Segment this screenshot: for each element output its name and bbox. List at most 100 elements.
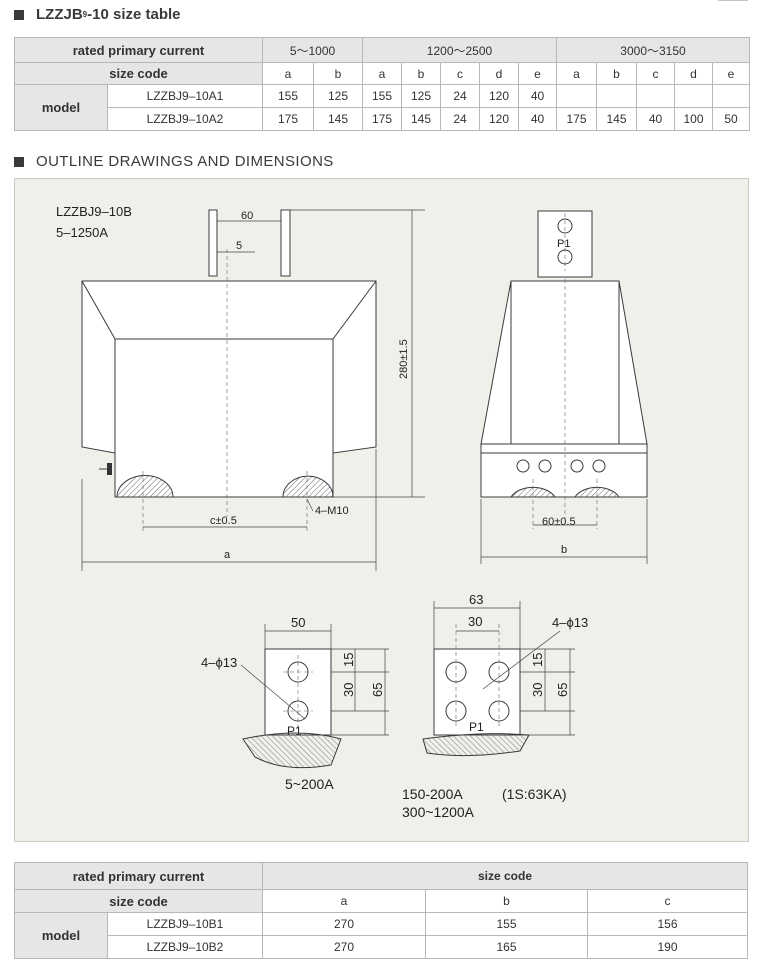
table-row: LZZBJ9–10B2 270 165 190 [15,935,748,959]
value-cell: 155 [425,912,588,936]
value-cell: 40 [518,84,557,108]
value-cell: 145 [401,107,441,131]
size-table-2: rated primary current size code size cod… [14,862,748,959]
value-cell: 155 [262,84,314,108]
terminal-hole [557,218,573,234]
model-name-cell: LZZBJ9–10A1 [107,84,263,108]
size-code-cell: d [674,62,713,85]
bolt-icon [516,459,530,473]
caption-large-1: 150-200A [402,786,463,802]
range-header: 5～1000 [262,37,363,63]
value-cell [712,84,750,108]
dim-65-label: 65 [555,683,570,697]
dim-65-label: 65 [370,683,385,697]
size-code-cell: c [440,62,480,85]
table-row: LZZBJ9–10A2 175 145 175 145 24 120 40 17… [15,107,750,131]
value-cell: 120 [479,84,519,108]
size-code-cell: a [362,62,402,85]
dim-15-label: 15 [341,653,356,667]
value-cell [556,84,597,108]
front-view: LZZBJ9–10B 5–1250A 60 5 280±1.5 4–M10 [56,204,425,571]
value-cell: 24 [440,84,480,108]
p1-label: P1 [557,238,570,250]
model-name-cell: LZZBJ9–10A2 [107,107,263,131]
p1-large-label: P1 [469,720,484,734]
size-code-cell: c [587,889,748,913]
value-cell [636,84,675,108]
hole-leader [482,630,561,690]
caption-small: 5~200A [285,776,334,792]
terminal-detail-small: 50 P1 4–ϕ13 15 30 65 5~200A [201,615,389,792]
rated-current-header: rated primary current [14,862,263,890]
model-header: model [14,912,108,959]
size-code-cell: e [712,62,750,85]
bolt-icon [538,459,552,473]
body-chamfer [81,280,377,340]
value-cell: 40 [636,107,675,131]
value-cell: 156 [587,912,748,936]
small-terminal-base [242,732,342,769]
size-table-1: rated primary current 5～1000 1200～2500 3… [14,37,750,131]
size-code-cell: b [313,62,363,85]
size-code-cell: c [636,62,675,85]
size-code-cell: b [401,62,441,85]
value-cell: 270 [262,912,426,936]
dim-b-label: b [561,544,567,556]
value-cell: 145 [313,107,363,131]
size-code-cell: a [262,62,314,85]
heading-square-icon [14,9,24,20]
size-code-header: size code [14,889,263,913]
rated-current-header: rated primary current [14,37,263,63]
value-cell: 175 [262,107,314,131]
dim-60b-label: 60±0.5 [542,516,576,528]
value-cell: 50 [712,107,750,131]
outline-drawing: LZZBJ9–10B 5–1250A 60 5 280±1.5 4–M10 [56,204,648,820]
size-code-cell: b [596,62,637,85]
large-terminal-plate [433,648,521,736]
value-cell: 120 [479,107,519,131]
terminal-detail-large: 63 30 P1 4–ϕ13 15 30 65 150-200A (1S:63K… [402,592,588,820]
dim-30-label: 30 [341,683,356,697]
size-code-group-header: size code [262,862,748,890]
mounting-foot-left [116,474,174,498]
transformer-body [81,280,377,498]
dim-63-label: 63 [469,592,483,607]
value-cell: 24 [440,107,480,131]
ground-terminal-icon [107,463,112,475]
value-cell: 125 [401,84,441,108]
side-body [480,280,648,498]
caption-large-1b: (1S:63KA) [502,786,567,802]
model-name-cell: LZZBJ9–10B2 [107,935,263,959]
large-terminal-base [422,733,530,757]
hole-label-large: 4–ϕ13 [552,615,588,630]
value-cell: 145 [596,107,637,131]
value-cell: 125 [313,84,363,108]
table-row: model LZZBJ9–10A1 155 125 155 125 24 120… [14,84,750,131]
size-code-cell: d [479,62,519,85]
terminal-bar-left [208,209,218,277]
side-view: P1 60±0.5 b [480,210,648,564]
size-code-cell: e [518,62,557,85]
dim-30-top-label: 30 [468,614,482,629]
outline-heading: OUTLINE DRAWINGS AND DIMENSIONS [14,153,334,170]
value-cell: 155 [362,84,402,108]
caption-large-2: 300~1200A [402,804,475,820]
value-cell: 165 [425,935,588,959]
hole-label-small: 4–ϕ13 [201,655,237,670]
value-cell: 40 [518,107,557,131]
model-name-cell: LZZBJ9–10B1 [107,912,263,936]
bolt-leader [306,498,314,512]
outline-drawing-panel: LZZBJ9–10B 5–1250A 60 5 280±1.5 4–M10 [14,178,749,842]
top-divider [718,0,748,7]
heading-title-prefix: LZZJB [36,6,83,23]
table-row: model LZZBJ9–10B1 270 155 156 [14,912,748,959]
value-cell: 100 [674,107,713,131]
side-foot-right [574,486,620,498]
dim-a-label: a [224,549,231,561]
range-header: 1200～2500 [362,37,557,63]
current-range-label: 5–1250A [56,225,108,240]
heading-square-icon [14,156,24,167]
side-foot-left [510,486,556,498]
value-cell: 270 [262,935,426,959]
